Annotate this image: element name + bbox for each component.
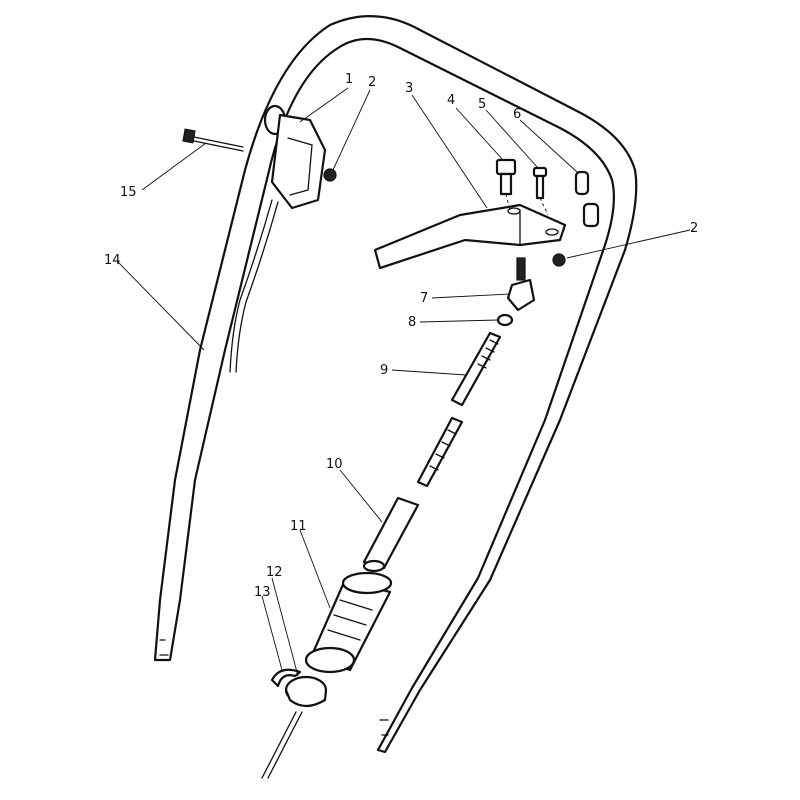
callout-2-left: 2 [368,75,376,90]
callout-12: 12 [266,565,283,580]
lower-threaded-end [261,711,303,779]
lever-bracket [373,203,567,270]
bushing-part-6 [574,170,600,228]
bolt-part-15 [182,128,244,152]
callout-5: 5 [478,97,486,112]
callout-8: 8 [408,315,416,330]
callout-6: 6 [513,107,521,122]
nut-part-2-left [323,168,337,182]
end-cap [284,675,328,708]
throttle-lever [229,104,327,373]
callout-11: 11 [290,519,307,534]
grip [304,571,393,674]
callout-13: 13 [254,585,271,600]
bolt-part-4 [495,158,517,211]
screw-part-5 [532,166,549,216]
callout-15: 15 [120,185,137,200]
handle-frame [153,15,638,754]
threaded-rod [416,331,502,488]
callout-9: 9 [380,363,388,378]
leader-lines [117,87,691,677]
nut-part-2-right [552,253,566,267]
callout-14: 14 [104,253,121,268]
callout-2-right: 2 [690,221,698,236]
callout-4: 4 [447,93,455,108]
callout-1: 1 [345,72,353,87]
tube [362,496,420,573]
callout-3: 3 [405,81,413,96]
callout-7: 7 [420,291,428,306]
locknut [496,313,514,327]
ball-joint [506,257,536,312]
clip [270,668,302,688]
callout-10: 10 [326,457,343,472]
